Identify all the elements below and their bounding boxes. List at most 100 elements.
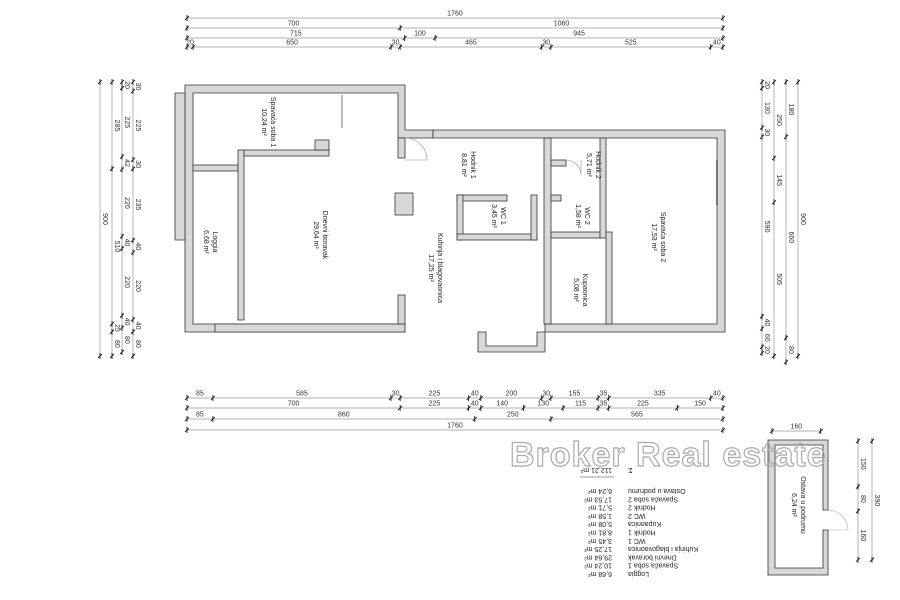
wall-wc1 (456, 194, 508, 202)
dimension-tick (210, 395, 216, 401)
dimension-tick (720, 427, 726, 433)
room-name: Spavaća soba 1 (269, 97, 276, 147)
dimension-tick (759, 325, 765, 332)
dimension-label: 160 (859, 530, 866, 542)
dimension-label: 85 (196, 412, 204, 419)
dimension-label: 30 (763, 128, 770, 136)
door-basement (827, 509, 849, 531)
dimension-label: 525 (625, 40, 637, 47)
room-label: WC 21,58 m² (574, 204, 590, 228)
dimension-tick (119, 324, 125, 331)
dimension-tick (109, 79, 115, 85)
dimension-label: 660 (787, 231, 794, 243)
dimension-tick (720, 15, 726, 21)
dimension-label: 220 (123, 197, 130, 209)
dimension-tick (795, 353, 801, 360)
dimension-label: 250 (775, 114, 782, 126)
dimension-tick (190, 44, 196, 50)
dimension-chain: 900 (97, 79, 108, 360)
dimension-tick (869, 438, 875, 444)
dimension-tick (109, 353, 115, 360)
dimension-tick (130, 156, 136, 163)
wall-wc1-c (456, 233, 538, 241)
dimension-label: 220 (123, 276, 130, 288)
dimension-tick (397, 395, 403, 401)
dimension-tick (855, 438, 861, 444)
dimension-tick (119, 312, 125, 319)
dimension-tick (708, 44, 714, 50)
dimension-tick (109, 321, 115, 328)
dimension-label: 130 (537, 401, 549, 408)
wall-bedroom2 (599, 137, 607, 239)
dimension-tick (478, 395, 484, 401)
dimension-tick (548, 44, 554, 50)
dimension-label: 80 (134, 340, 141, 348)
room-label: WC 13,45 m² (490, 204, 506, 228)
dimension-tick (521, 405, 526, 411)
room-name: Hodnik 2 (594, 151, 601, 179)
dimension-label: 80 (113, 340, 120, 348)
dimension-tick (402, 35, 407, 41)
dimension-label: 35 (600, 391, 608, 398)
dimension-tick (397, 405, 403, 411)
dimension-label: 20 (123, 81, 130, 89)
dimension-label: 590 (763, 221, 770, 233)
dimension-tick (119, 349, 125, 356)
dimension-tick (720, 416, 726, 422)
door-hall2 (565, 159, 582, 176)
dimension-tick (109, 328, 115, 335)
dimension-label: 1760 (447, 11, 463, 18)
wall-bedroom2-b (605, 231, 613, 325)
room-area: 5,71 m² (585, 153, 592, 177)
wall-wc1-b (456, 194, 464, 241)
dimension-label: 115 (575, 401, 586, 408)
dimension-tick (771, 155, 777, 162)
room-area: 17,25 m² (427, 254, 434, 282)
dimension-tick (759, 124, 765, 131)
dimension-label: 220 (134, 280, 141, 292)
dimension-label: 225 (429, 401, 441, 408)
wall-wc2 (550, 194, 562, 202)
dimension-tick (783, 334, 789, 341)
table-room-name: WC 2 (628, 512, 646, 519)
room-name: Kuhinja i blagovaonica (436, 233, 443, 303)
dimension-tick (606, 405, 612, 411)
room-area: 3,45 m² (490, 204, 497, 228)
room-name: WC 2 (583, 207, 590, 225)
dimension-label: 40 (471, 401, 479, 408)
bay-wall (477, 331, 546, 353)
table-room-area: 1,58 m² (588, 512, 612, 519)
room-name: Ostava u podrumu (799, 476, 806, 534)
dimension-label: 390 (873, 495, 880, 507)
dimension-tick (759, 79, 765, 85)
dimension-tick (97, 79, 103, 85)
dimension-label: 30 (542, 391, 550, 398)
dimension-label: 225 (429, 391, 441, 398)
dimension-label: 585 (296, 391, 308, 398)
dimension-label: 30 (134, 83, 141, 91)
dimension-label: 715 (290, 31, 302, 38)
wall-living (397, 137, 406, 159)
dimension-label: 35 (600, 401, 608, 408)
dimension-label: 160 (791, 424, 803, 431)
dimension-label: 565 (631, 412, 643, 419)
dimension-label: 225 (134, 120, 141, 132)
dimension-tick (119, 153, 125, 160)
table-room-area: 5,08 m² (588, 520, 612, 527)
dimension-tick (720, 25, 726, 31)
dimension-tick (771, 79, 777, 85)
dimension-tick (184, 427, 190, 433)
dimension-tick (466, 395, 471, 401)
dimension-label: 505 (775, 273, 782, 285)
dimension-label: 200 (505, 391, 517, 398)
room-label: Hodnik 25,71 m² (585, 151, 601, 179)
dimension-tick (783, 133, 789, 140)
dimension-tick (771, 353, 777, 360)
wall-bedroom1 (192, 164, 239, 172)
room-name: Loggia (211, 231, 218, 252)
